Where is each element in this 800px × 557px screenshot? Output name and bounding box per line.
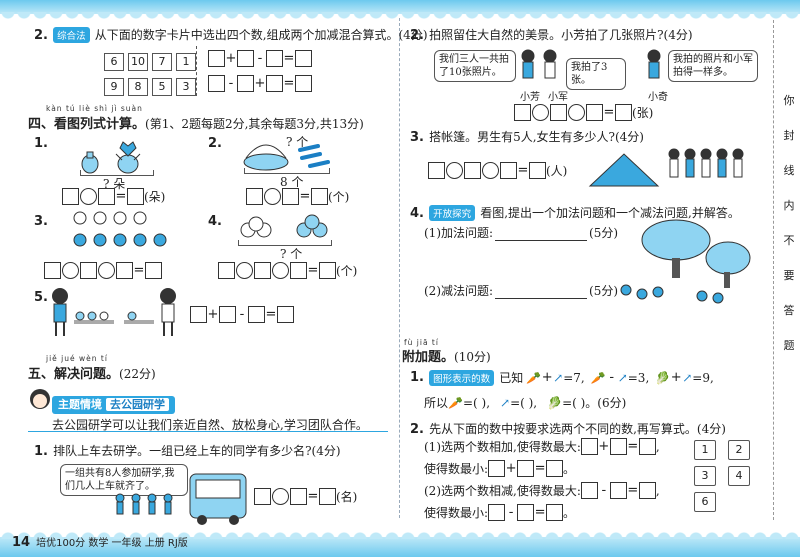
s4-header: 4. 开放探究 看图,提出一个加法问题和一个减法问题,并解答。 (410, 205, 740, 221)
basket-carrots-icon (243, 144, 330, 171)
theme-banner: 主题情境去公园研学 (52, 396, 175, 414)
carrot-icon: ↗ (500, 395, 511, 410)
p2-equation[interactable]: =(个) (246, 188, 349, 205)
lightbulbs-icon (73, 211, 167, 247)
s2-equation[interactable]: =(张) (514, 104, 653, 121)
girl-avatar-icon (30, 389, 50, 409)
vase-flowers-icon (81, 141, 141, 174)
number-card: 2 (728, 440, 750, 460)
b1-header: 1. 图形表示的数 已知 🥕+↗=7, 🥕-↗=3, 🥬+↗=9, (410, 369, 714, 386)
method-tag: 综合法 (53, 27, 90, 43)
binding-text: 你封线内不要答题 (783, 94, 795, 352)
number-card: 4 (728, 466, 750, 486)
cabbage-icon: 🥬 (547, 395, 563, 410)
equation-row1[interactable]: +-= (208, 50, 312, 67)
method-tag: 开放探究 (429, 205, 476, 221)
radish-icon: 🥕 (448, 395, 463, 410)
name-label: 小军 (548, 92, 568, 103)
binding-line (773, 20, 774, 520)
fruits-icon (240, 214, 328, 238)
brace (238, 240, 332, 246)
section5-pinyin: jiě jué wèn tí (46, 354, 108, 363)
name-label: 小奇 (648, 92, 668, 103)
b2-line4[interactable]: 使得数最小:-=。 (424, 504, 576, 521)
page-divider (399, 18, 400, 518)
bonus-pinyin: fù jiā tí (404, 338, 439, 347)
question-text: 从下面的数字卡片中选出四个数,组成两个加减混合算式。(4分) (94, 28, 428, 42)
s4-subtraction-line[interactable]: (2)减法问题:(5分) (424, 284, 619, 299)
s2-header: 2. 拍照留住大自然的美景。小芳拍了几张照片?(4分) (410, 28, 693, 43)
equation-row2[interactable]: -+= (208, 75, 312, 92)
label-question: ? 个 (280, 247, 303, 261)
b2-line2[interactable]: 使得数最小:+=。 (424, 460, 576, 477)
b2-line1[interactable]: (1)选两个数相加,使得数最大:+=, (424, 438, 660, 455)
p5-equation[interactable]: +-= (190, 306, 294, 323)
park-trees-icon (620, 219, 751, 304)
children-balloons-icon (52, 288, 176, 336)
bonus-title: 附加题。(10分) (402, 350, 491, 365)
carrot-icon: ↗ (617, 370, 628, 385)
theme-text: 去公园研学可以让我们亲近自然、放松身心,学习团队合作。 (52, 418, 368, 432)
tent-children-icon (588, 148, 744, 187)
dash-separator (196, 46, 197, 96)
number-card: 6 (694, 492, 716, 512)
section4-title: 四、看图列式计算。(第1、2题每题2分,其余每题3分,共13分) (28, 117, 364, 132)
bus-icon (189, 473, 247, 525)
question-number: 2. (34, 28, 48, 43)
b2-line3[interactable]: (2)选两个数相减,使得数最大:-=, (424, 482, 660, 499)
section4-pinyin: kàn tú liè shì jì suàn (46, 104, 143, 113)
label-question: ? 个 (286, 135, 309, 149)
number-card: 1 (694, 440, 716, 460)
s3-equation[interactable]: =(人) (428, 162, 567, 179)
p4-equation[interactable]: =(个) (218, 262, 357, 279)
brace (80, 170, 154, 176)
speech-bubble: 我拍的照片和小军拍得一样多。 (668, 50, 758, 82)
s1-header: 1. 排队上车去研学。一组已经上车的同学有多少名?(4分) (34, 444, 341, 459)
speech-bubble: 我拍了3张。 (566, 58, 626, 90)
b1-answer[interactable]: 所以 🥕=( ), ↗=( ), 🥬=( )。(6分) (424, 395, 627, 411)
radish-icon: 🥕 (590, 370, 606, 385)
p1-equation[interactable]: =(朵) (62, 188, 165, 205)
brace (244, 168, 330, 174)
top-wave-border (0, 0, 800, 20)
p3-equation[interactable]: = (44, 262, 162, 279)
s4-addition-line[interactable]: (1)加法问题:(5分) (424, 226, 619, 241)
q2-header: 2. 综合法 从下面的数字卡片中选出四个数,组成两个加减混合算式。(4分) (34, 24, 428, 43)
b2-header: 2. 先从下面的数中按要求选两个不同的数,再写算式。(4分) (410, 422, 726, 437)
s3-header: 3. 搭帐篷。男生有5人,女生有多少人?(4分) (410, 130, 644, 145)
radish-icon: 🥕 (526, 370, 542, 385)
speech-bubble: 一组共有8人参加研学,我们几人上车就齐了。 (60, 464, 188, 496)
bottom-wave-border (0, 531, 800, 557)
label-total: 8 个 (280, 175, 304, 189)
s1-equation[interactable]: =(名) (254, 488, 357, 505)
theme-underline (28, 412, 388, 432)
speech-bubble: 我们三人一共拍了10张照片。 (434, 50, 516, 82)
cabbage-icon: 🥬 (655, 370, 671, 385)
number-card: 3 (694, 466, 716, 486)
carrot-icon: ↗ (553, 370, 564, 385)
label-question: ? 朵 (103, 177, 126, 191)
carrot-icon: ↗ (682, 370, 693, 385)
name-label: 小芳 (520, 92, 540, 103)
children-icon (521, 49, 661, 79)
section5-title: 五、解决问题。(22分) (28, 367, 156, 382)
students-queue-icon (115, 493, 173, 515)
